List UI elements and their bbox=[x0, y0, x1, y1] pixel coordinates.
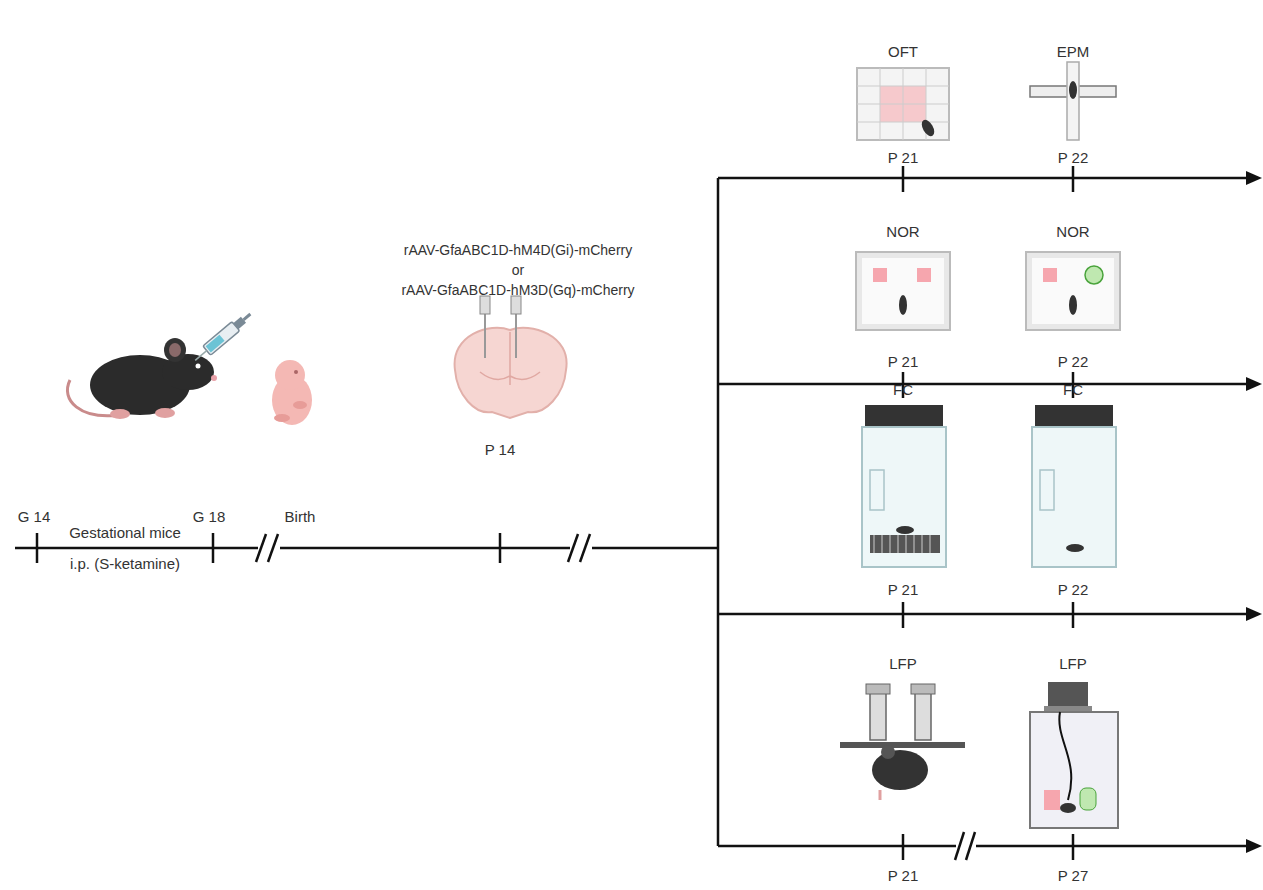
mouse-illustration bbox=[67, 309, 254, 419]
timeline-label: LFP bbox=[889, 655, 917, 673]
timeline-label: Birth bbox=[285, 508, 316, 526]
stereotaxic-frame-icon bbox=[840, 684, 965, 800]
fear-conditioning-icons bbox=[862, 405, 1116, 567]
timeline-label: OFT bbox=[888, 43, 918, 61]
recording-chamber-icon bbox=[1030, 682, 1118, 828]
timeline-label: P 22 bbox=[1058, 353, 1089, 371]
timeline-label: G 14 bbox=[18, 508, 51, 526]
timeline-label: NOR bbox=[886, 223, 919, 241]
elevated-plus-maze-icon bbox=[1030, 62, 1116, 140]
break-marks bbox=[256, 534, 976, 860]
timeline-label: i.p. (S-ketamine) bbox=[70, 555, 180, 573]
pup-illustration bbox=[272, 360, 312, 425]
timeline-label: or bbox=[512, 261, 524, 279]
timeline-lines bbox=[15, 166, 1250, 860]
timeline-label: P 27 bbox=[1058, 867, 1089, 885]
brain-illustration bbox=[455, 296, 567, 418]
arrowheads bbox=[1246, 171, 1262, 853]
open-field-icon bbox=[857, 68, 949, 140]
timeline-label: NOR bbox=[1056, 223, 1089, 241]
timeline-label: P 21 bbox=[888, 581, 919, 599]
timeline-label: EPM bbox=[1057, 43, 1090, 61]
timeline-label: P 21 bbox=[888, 149, 919, 167]
timeline-label: rAAV-GfaABC1D-hM3D(Gq)-mCherry bbox=[401, 281, 634, 299]
object-recognition-icons bbox=[856, 252, 1120, 330]
timeline-label: P 21 bbox=[888, 353, 919, 371]
timeline-label: P 21 bbox=[888, 867, 919, 885]
timeline-label: FC bbox=[1063, 381, 1083, 399]
timeline-label: rAAV-GfaABC1D-hM4D(Gi)-mCherry bbox=[404, 241, 632, 259]
timeline-label: P 14 bbox=[485, 441, 516, 459]
timeline-label: Gestational mice bbox=[69, 524, 181, 542]
timeline-label: LFP bbox=[1059, 655, 1087, 673]
timeline-label: P 22 bbox=[1058, 581, 1089, 599]
timeline-label: FC bbox=[893, 381, 913, 399]
timeline-label: G 18 bbox=[193, 508, 226, 526]
timeline-label: P 22 bbox=[1058, 149, 1089, 167]
